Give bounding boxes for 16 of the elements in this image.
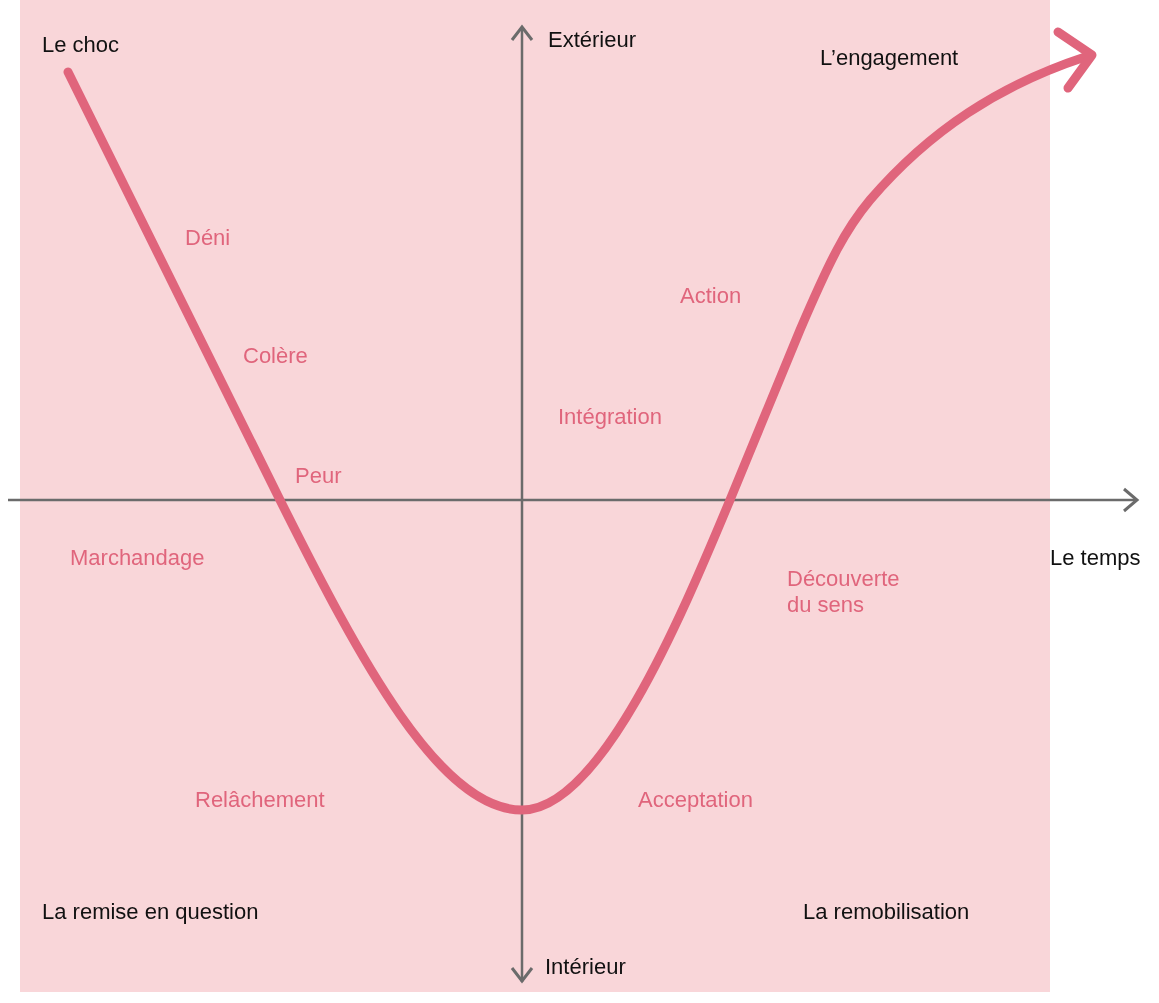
stage-label: Intégration [558, 403, 662, 431]
stage-label: Action [680, 282, 742, 310]
quadrant-label: La remise en question [42, 898, 259, 926]
stage-label: Découverte du sens [787, 566, 901, 620]
quadrant-label: Le choc [42, 31, 120, 59]
quadrant-label: La remobilisation [803, 898, 970, 926]
stage-label: Déni [185, 224, 231, 252]
axis-label: Extérieur [548, 26, 637, 54]
axis-label: Intérieur [545, 953, 626, 981]
stage-label: Acceptation [638, 786, 753, 814]
stage-label: Marchandage [70, 544, 205, 572]
stage-label: Relâchement [195, 786, 325, 814]
quadrant-label: L’engagement [820, 44, 959, 72]
stage-label: Peur [295, 462, 342, 490]
stage-label: Colère [243, 342, 308, 370]
axis-label: Le temps [1050, 544, 1141, 572]
